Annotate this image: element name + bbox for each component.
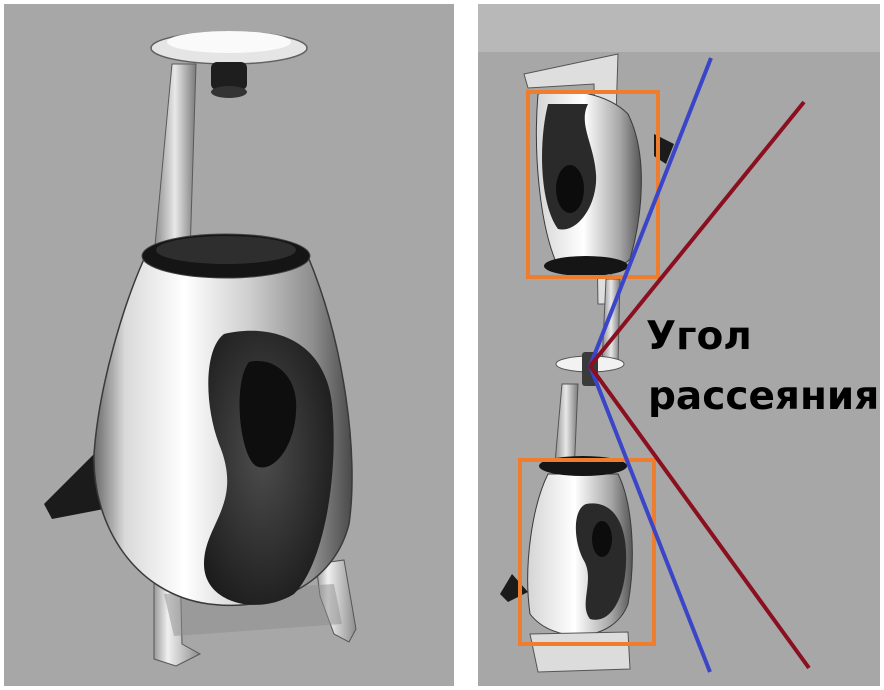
lower-speaker-highlight-box (518, 458, 656, 646)
top-diffuser-disc (150, 31, 308, 98)
right-diagram-panel: Угол рассеяния (478, 4, 880, 686)
lower-blue-line (588, 365, 712, 673)
back-fin (44, 454, 104, 519)
lower-red-line (588, 364, 811, 670)
device-illustration (4, 4, 454, 686)
speaker-body (93, 233, 353, 606)
angle-label-line1: Угол (646, 314, 752, 359)
angle-label-line2: рассеяния (648, 374, 879, 419)
upper-speaker-inverted (523, 53, 674, 305)
upper-blue-line (588, 57, 713, 367)
left-image-panel (4, 4, 454, 686)
upper-red-line (588, 100, 806, 368)
upper-speaker-highlight-box (526, 90, 660, 279)
panel-top-band (478, 4, 880, 52)
dispersion-diagram: Угол рассеяния (478, 4, 880, 686)
